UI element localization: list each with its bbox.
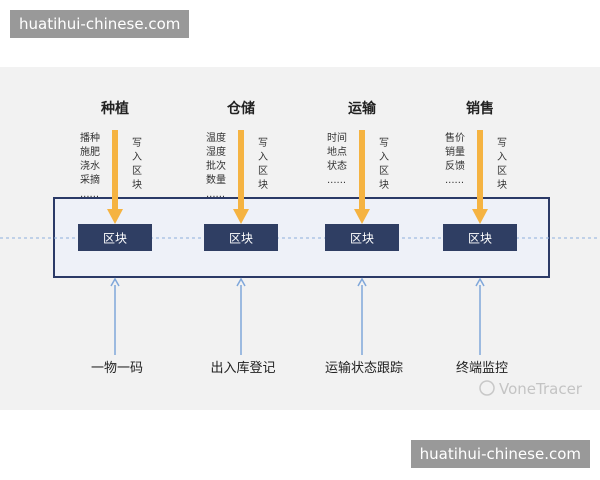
stage-detail: ......: [445, 175, 464, 186]
stage-detail: 采摘: [80, 173, 100, 186]
stage-detail: 湿度: [206, 145, 226, 158]
write-label-char: 块: [379, 179, 389, 191]
write-label-char: 块: [497, 179, 507, 191]
write-arrow-head: [354, 209, 370, 224]
write-label-char: 入: [379, 152, 389, 163]
stage-detail: 状态: [327, 159, 347, 172]
stage-title: 销售: [466, 100, 494, 117]
write-label-char: 区: [258, 165, 268, 177]
watermark-top: huatihui-chinese.com: [10, 10, 190, 38]
stage-bottom-label: 运输状态跟踪: [325, 360, 403, 376]
write-label-char: 块: [132, 179, 142, 191]
write-label-char: 写: [132, 137, 142, 149]
write-label-char: 区: [132, 165, 142, 177]
block-box: [325, 224, 399, 251]
write-label-char: 写: [379, 137, 389, 149]
stage-detail: ......: [80, 189, 99, 200]
stage-title: 仓储: [226, 100, 255, 117]
write-label-char: 写: [258, 137, 268, 149]
stage-bottom-label: 终端监控: [456, 360, 508, 376]
stage-detail: 数量: [206, 173, 226, 186]
block-label: 区块: [350, 232, 374, 246]
stage-bottom-label: 一物一码: [91, 361, 143, 376]
write-arrow-head: [233, 209, 249, 224]
blockchain-flow-diagram: 种植播种施肥浇水采摘......写入区块区块一物一码仓储温度湿度批次数量....…: [0, 100, 600, 398]
write-arrow-shaft: [359, 130, 365, 210]
stage-title: 运输: [348, 100, 377, 117]
watermark-bottom: huatihui-chinese.com: [410, 440, 590, 468]
stage-detail: 浇水: [80, 159, 100, 172]
stage-detail: 反馈: [445, 159, 465, 172]
write-label-char: 写: [497, 137, 507, 149]
diagram-panel: 种植播种施肥浇水采摘......写入区块区块一物一码仓储温度湿度批次数量....…: [0, 67, 600, 410]
write-label-char: 区: [497, 165, 507, 177]
stage-detail: 温度: [206, 131, 226, 144]
write-arrow-shaft: [477, 130, 483, 210]
stage-detail: 售价: [445, 131, 465, 144]
stages-layer: 种植播种施肥浇水采摘......写入区块区块一物一码仓储温度湿度批次数量....…: [78, 100, 517, 376]
stage-detail: 销量: [445, 145, 465, 158]
stage-detail: ......: [327, 175, 346, 186]
stage-detail: ......: [206, 189, 225, 200]
write-arrow-shaft: [112, 130, 118, 210]
stage-detail: 播种: [80, 131, 100, 144]
stage-detail: 时间: [327, 131, 347, 144]
source-arrow-head: [110, 277, 120, 287]
write-label-char: 块: [258, 179, 268, 191]
stage-title: 种植: [100, 100, 129, 117]
wechat-icon: [479, 380, 495, 396]
block-box: [78, 224, 152, 251]
block-label: 区块: [229, 232, 253, 246]
block-label: 区块: [103, 232, 127, 246]
stage-detail: 地点: [327, 145, 347, 158]
write-arrow-shaft: [238, 130, 244, 210]
write-label-char: 入: [497, 152, 507, 163]
source-arrow-head: [475, 277, 485, 287]
write-label-char: 区: [379, 165, 389, 177]
write-label-char: 入: [132, 152, 142, 163]
source-arrow-head: [236, 277, 246, 287]
stage-bottom-label: 出入库登记: [210, 360, 275, 376]
source-arrow-head: [357, 277, 367, 287]
stage-detail: 施肥: [80, 145, 100, 158]
block-box: [204, 224, 278, 251]
block-box: [443, 224, 517, 251]
brand-logo: VoneTracer: [479, 380, 583, 398]
stage-detail: 批次: [206, 159, 226, 172]
brand-name: VoneTracer: [499, 380, 583, 398]
write-arrow-head: [107, 209, 123, 224]
block-label: 区块: [468, 232, 492, 246]
write-arrow-head: [472, 209, 488, 224]
write-label-char: 入: [258, 152, 268, 163]
